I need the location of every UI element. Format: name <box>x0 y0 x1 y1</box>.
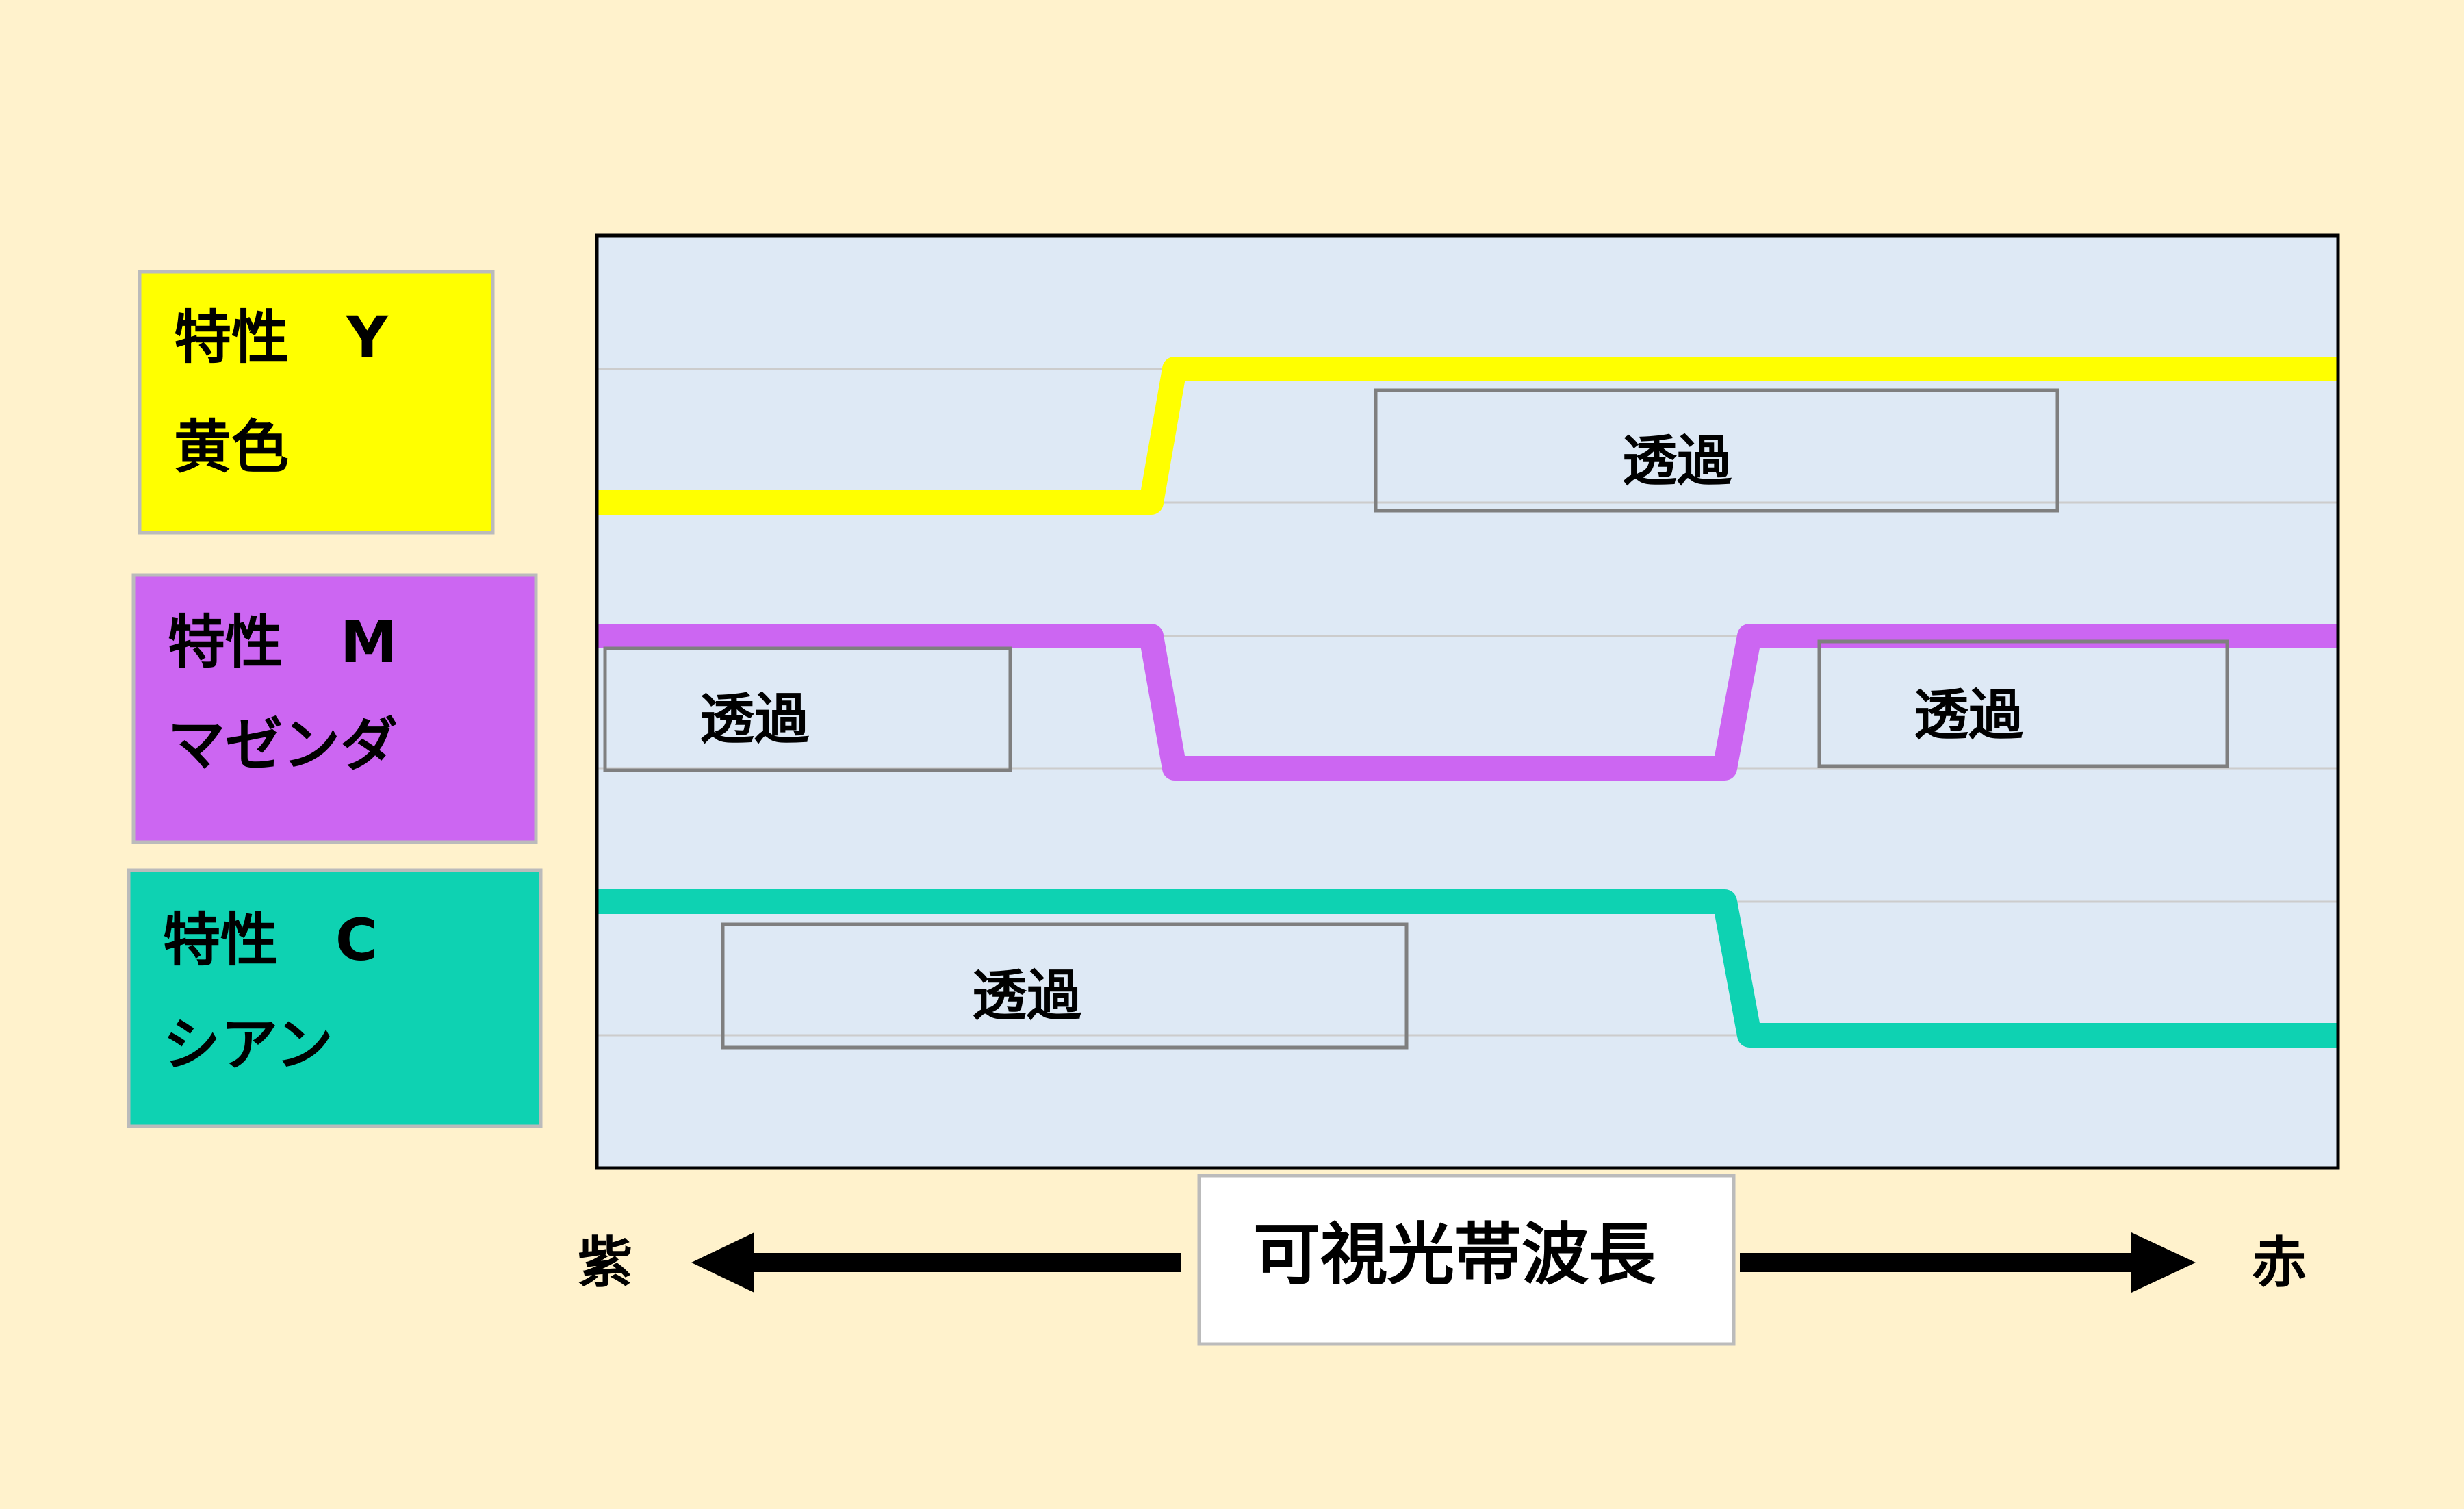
cyan-curve <box>597 889 2338 1048</box>
transmit-box-yellow-frame <box>1374 388 2059 513</box>
axis-title: 可視光帯波長 <box>1253 1216 1656 1294</box>
transmit-box-magenta-right: 透過 <box>1817 639 2229 768</box>
legend-yellow-box <box>138 270 495 535</box>
legend-cyan-line2: シアン <box>163 1011 333 1078</box>
magenta-curve <box>597 624 2338 781</box>
plot-border <box>595 233 2340 1170</box>
transmit-label-magenta-right: 透過 <box>1914 683 2024 747</box>
transmit-label-cyan: 透過 <box>972 964 1082 1028</box>
transmit-box-yellow: 透過 <box>1374 388 2059 513</box>
legend-yellow-line1: 特性 Y <box>174 304 389 371</box>
legend-magenta-box <box>131 573 538 844</box>
transmit-box-magenta-left-frame <box>603 646 1012 772</box>
legend-cyan-line1: 特性 C <box>163 906 378 974</box>
legend-magenta: 特性 M マゼンダ <box>131 573 538 844</box>
wavelength-axis: 可視光帯波長 紫 赤 <box>578 1174 2307 1346</box>
yellow-curve <box>597 357 2338 515</box>
legend-magenta-line1: 特性 M <box>168 609 398 676</box>
transmit-box-magenta-left: 透過 <box>603 646 1012 772</box>
transmit-label-magenta-left: 透過 <box>700 687 810 751</box>
legend-cyan-box <box>127 868 543 1128</box>
transmit-box-cyan-frame <box>721 922 1409 1050</box>
legend-yellow-line2: 黄色 <box>174 414 289 481</box>
legend-yellow: 特性 Y 黄色 <box>138 270 495 535</box>
legend-cyan: 特性 C シアン <box>127 868 543 1128</box>
left-arrow-icon <box>691 1232 754 1293</box>
axis-title-box <box>1197 1174 1736 1346</box>
axis-right-end: 赤 <box>2252 1231 2307 1295</box>
axis-left-end: 紫 <box>578 1231 632 1295</box>
transmit-box-magenta-right-frame <box>1817 639 2229 768</box>
legend-magenta-line2: マゼンダ <box>168 711 398 778</box>
transmit-box-cyan: 透過 <box>721 922 1409 1050</box>
transmit-label-yellow: 透過 <box>1622 429 1732 493</box>
right-arrow-icon <box>2131 1232 2196 1293</box>
